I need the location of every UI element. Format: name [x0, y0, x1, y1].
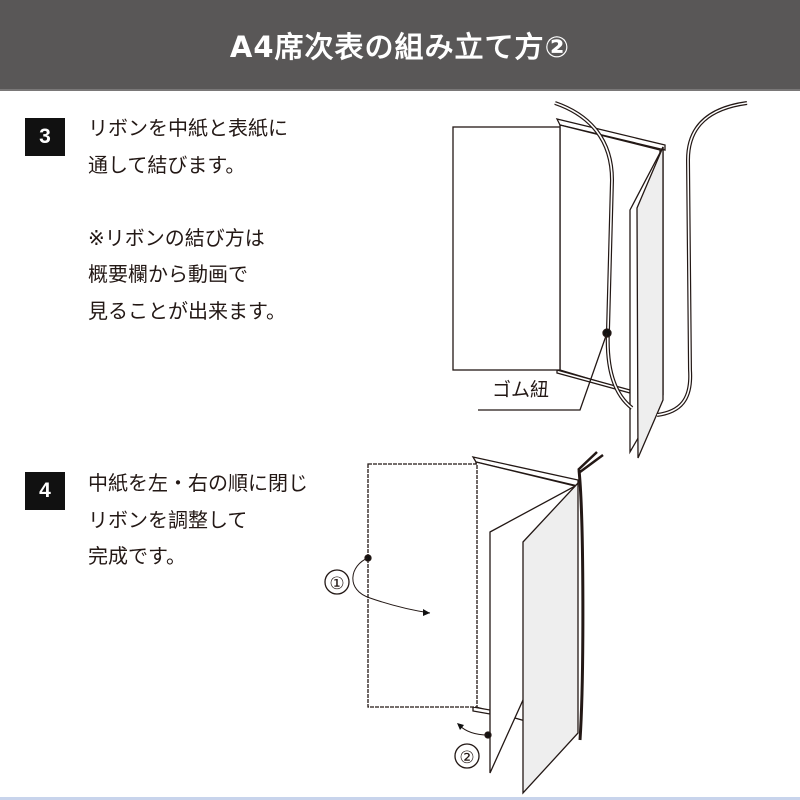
front-page — [636, 146, 664, 459]
step-3-line: 通して結びます。 — [88, 152, 246, 177]
left-panel — [452, 126, 561, 371]
arrow-head — [423, 609, 430, 616]
fold-arrow-1 — [352, 557, 431, 614]
marker-2-circle — [454, 743, 480, 769]
step-3-badge: 3 — [25, 118, 65, 156]
front-page — [522, 481, 579, 795]
ribbon-ends — [577, 451, 604, 474]
marker-2: ② — [459, 748, 474, 768]
step-4-line: 中紙を左・右の順に閉じ — [88, 471, 308, 495]
ribbon-right — [656, 101, 748, 417]
arrow-head — [457, 723, 464, 730]
step-4-badge: 4 — [25, 472, 65, 510]
page-header: A4席次表の組み立て方② — [0, 0, 800, 91]
bottom-divider — [0, 797, 800, 800]
step-3-note-line: 見ることが出来ます。 — [88, 298, 286, 323]
marker-1: ① — [329, 574, 344, 594]
fold-arrow-2 — [458, 724, 489, 736]
leader-line — [478, 332, 608, 411]
ribbon — [577, 469, 585, 741]
step-3-illustration: ゴム紐 — [452, 101, 748, 459]
page-title: A4席次表の組み立て方② — [229, 29, 571, 64]
marker-1-circle — [324, 569, 350, 595]
step-3-line: リボンを中紙と表紙に — [88, 116, 288, 140]
step-4-illustration: ① ② — [324, 451, 604, 795]
step-3-note-line: ※リボンの結び方は — [88, 225, 265, 250]
step-3-note-line: 概要欄から動画で — [88, 262, 248, 286]
step-3-text: リボンを中紙と表紙に 通して結びます。 ※リボンの結び方は 概要欄から動画で 見… — [88, 110, 288, 329]
step-4-line: リボンを調整して — [88, 507, 248, 532]
elastic-cord-label: ゴム紐 — [492, 379, 549, 401]
left-panel — [367, 463, 478, 708]
back-cover-strip — [555, 118, 666, 151]
step-4-line: 完成です。 — [88, 544, 186, 568]
step-4-text: 中紙を左・右の順に閉じ リボンを調整して 完成です。 — [88, 465, 308, 575]
